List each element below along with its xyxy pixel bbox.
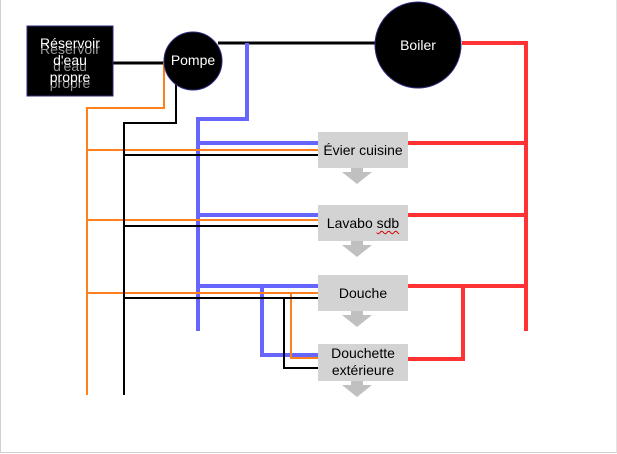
boiler-node <box>374 1 462 89</box>
arrow-down-icon <box>342 168 372 184</box>
outdoor-hand-shower-label: Douchette extérieure <box>318 345 408 379</box>
outdoor-hand-shower-label-line-2: extérieure <box>331 362 395 378</box>
arrow-down-icon <box>342 381 372 397</box>
fixture-outdoor-hand-shower <box>318 344 408 397</box>
reservoir-label-line-1: Réservoir <box>40 35 100 51</box>
outdoor-hand-shower-label-line-1: Douchette <box>331 345 395 361</box>
fixture-kitchen-sink <box>318 132 408 184</box>
arrow-down-icon <box>342 311 372 327</box>
reservoir-label-line-2: d'eau <box>53 52 87 68</box>
pump-label: Pompe <box>170 52 216 68</box>
boiler-label: Boiler <box>400 37 436 53</box>
reservoir-label: Réservoir d'eau propre <box>27 35 113 86</box>
bathroom-basin-label-word: Lavabo <box>326 215 373 231</box>
arrow-down-icon <box>342 241 372 257</box>
reservoir-label-ghost: Réservoir d'eau propre <box>40 41 100 91</box>
hot-water-lines <box>405 41 528 361</box>
kitchen-sink-label: Évier cuisine <box>323 142 403 158</box>
reservoir-box <box>26 25 114 97</box>
orange-lines <box>86 62 320 395</box>
bathroom-basin-label-abbrev: sdb <box>376 215 400 231</box>
main-supply-line <box>113 41 378 65</box>
fixture-shower <box>318 275 408 327</box>
bathroom-basin-label: Lavabo sdb <box>318 215 408 232</box>
pump-node <box>163 31 223 91</box>
fixture-bathroom-basin <box>318 205 408 257</box>
reservoir-label-line-3: propre <box>49 69 91 85</box>
black-lines <box>123 66 320 395</box>
shower-label: Douche <box>338 285 388 301</box>
